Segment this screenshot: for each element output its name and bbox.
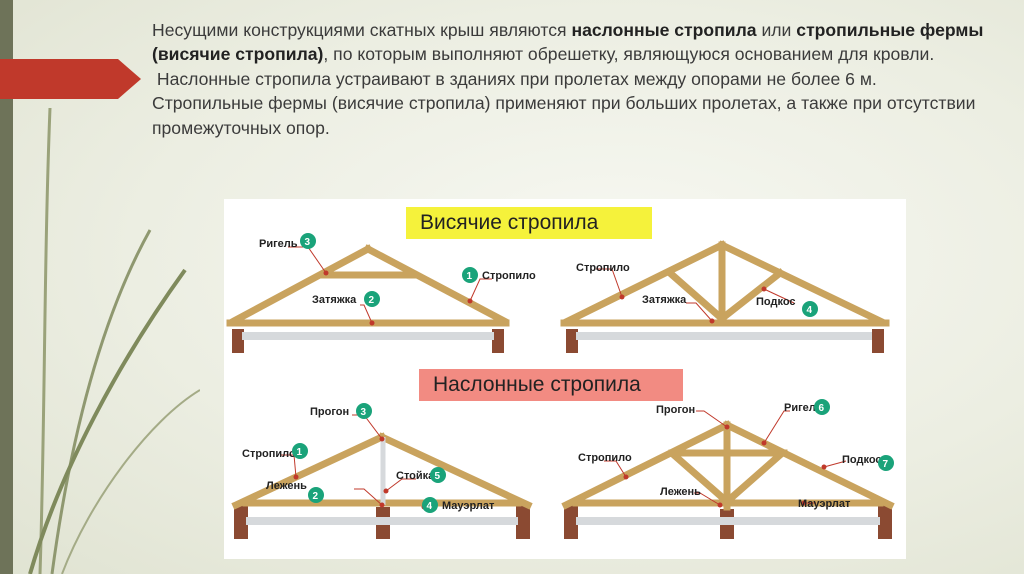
support-right xyxy=(872,329,884,353)
brace-right xyxy=(725,450,785,504)
roof-diagrams-svg: .wood { stroke: #b08a4a; stroke-width: 1… xyxy=(226,233,895,539)
wall-top xyxy=(242,332,494,340)
badge-3 xyxy=(300,233,316,249)
brace-left xyxy=(669,450,729,504)
rafter-right xyxy=(377,432,533,510)
rafter-left xyxy=(231,432,387,510)
label-zatyazhka: Затяжка xyxy=(642,294,687,306)
text-span: или xyxy=(756,20,797,40)
banner-naslonnye: Наслонные стропила xyxy=(419,369,683,401)
label-mauerlat: Мауэрлат xyxy=(798,498,851,510)
support-left xyxy=(234,503,248,539)
roof-diagram-figure: Висячие стропила Наслонные стропила .woo… xyxy=(224,199,906,559)
label-podkos: Подкос xyxy=(756,296,796,308)
badge-number: 6 xyxy=(819,403,825,414)
label-lezhen: Лежень xyxy=(266,480,307,492)
left-accent-band xyxy=(0,0,13,574)
paragraph-3: Стропильные фермы (висячие стропила) при… xyxy=(152,93,976,138)
badge-1 xyxy=(462,267,478,283)
paragraph-1: Несущими конструкциями скатных крыш явля… xyxy=(152,18,1012,67)
label-rigel: Ригель xyxy=(259,238,298,250)
title-arrow-marker xyxy=(0,59,141,99)
text-span: Несущими конструкциями скатных крыш явля… xyxy=(152,20,572,40)
slide-body-text: Несущими конструкциями скатных крыш явля… xyxy=(152,18,1012,140)
badge-5 xyxy=(430,467,446,483)
rafter-right xyxy=(363,244,509,326)
badge-number: 2 xyxy=(369,295,375,306)
diagram-hanging-2: Стропило Затяжка Подкос 4 xyxy=(560,240,890,353)
badge-number: 3 xyxy=(305,237,311,248)
badge-number: 5 xyxy=(435,471,441,482)
badge-7 xyxy=(878,455,894,471)
banner-visyachie: Висячие стропила xyxy=(406,207,652,239)
bold-term-fermy: стропильные фермы (висячие стропила) xyxy=(152,20,984,65)
badge-number: 7 xyxy=(883,459,889,470)
badge-number: 3 xyxy=(361,407,367,418)
label-rigel: Ригель xyxy=(784,402,823,414)
rafter-left xyxy=(229,244,373,326)
badge-number: 4 xyxy=(427,501,433,512)
support-right xyxy=(516,503,530,539)
badge-6 xyxy=(814,399,830,415)
support-left xyxy=(232,329,244,353)
rafter-left xyxy=(561,420,732,510)
support-right xyxy=(492,329,504,353)
badge-1 xyxy=(292,443,308,459)
label-stropilo: Стропило xyxy=(576,262,630,274)
rafter-right xyxy=(717,240,885,326)
text-span: , по которым выполняют обрешетку, являющ… xyxy=(323,44,935,65)
diagram-layered-1: Прогон 3 Стропило 1 Стойка 5 Лежень 2 4 … xyxy=(231,403,533,539)
badge-number: 1 xyxy=(297,447,303,458)
badge-number: 2 xyxy=(313,491,319,502)
label-progon: Прогон xyxy=(656,404,695,416)
support-left xyxy=(564,503,578,539)
label-mauerlat: Мауэрлат xyxy=(442,500,495,512)
label-podkos: Подкос xyxy=(842,454,882,466)
bold-term-nasl: наслонные стропила xyxy=(571,20,757,40)
label-lezhen: Лежень xyxy=(660,486,701,498)
label-stropilo: Стропило xyxy=(482,270,536,282)
brace-left xyxy=(665,268,725,322)
wall-top xyxy=(246,517,518,525)
label-stropilo: Стропило xyxy=(578,452,632,464)
wall-top xyxy=(576,332,872,340)
badge-4 xyxy=(802,301,818,317)
badge-2 xyxy=(364,291,380,307)
support-right xyxy=(878,503,892,539)
rafter-left xyxy=(563,240,727,326)
badge-number: 1 xyxy=(467,271,473,282)
label-progon: Прогон xyxy=(310,406,349,418)
decorative-grass-lines xyxy=(28,107,200,574)
diagram-layered-2: Прогон Ригель 6 Стропило Подкос 7 Лежень… xyxy=(561,399,895,539)
badge-4 xyxy=(422,497,438,513)
label-stoyka: Стойка xyxy=(396,470,435,482)
badge-number: 4 xyxy=(807,305,813,316)
badge-3 xyxy=(356,403,372,419)
badge-2 xyxy=(308,487,324,503)
rafter-right xyxy=(722,420,895,510)
support-left xyxy=(566,329,578,353)
label-zatyazhka: Затяжка xyxy=(312,294,357,306)
paragraph-2: Наслонные стропила устраивают в зданиях … xyxy=(152,68,877,89)
brace-right xyxy=(719,268,785,322)
label-stropilo: Стропило xyxy=(242,448,296,460)
diagram-hanging-1: Ригель 3 1 Стропило Затяжка 2 xyxy=(226,233,536,353)
wall-top xyxy=(576,517,880,525)
